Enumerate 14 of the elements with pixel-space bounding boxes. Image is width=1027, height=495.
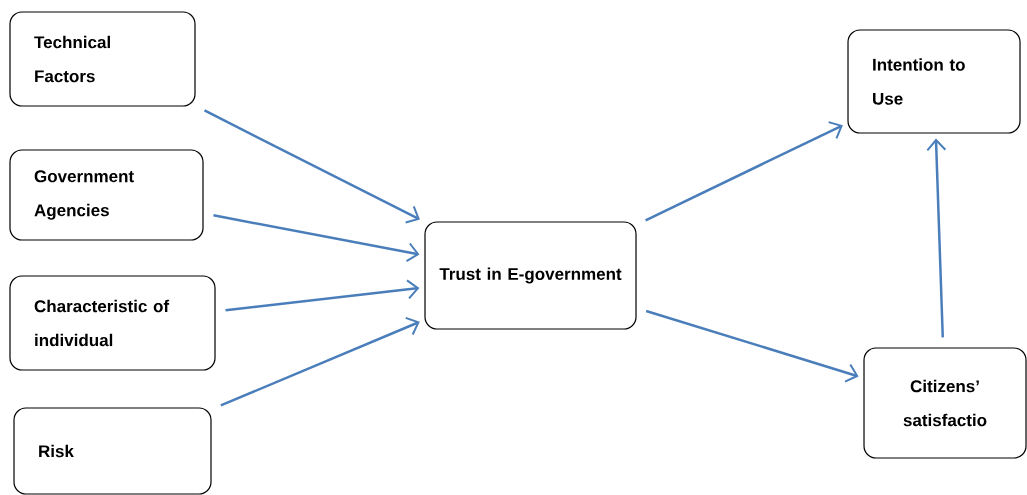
process-box: Trust in E-government — [424, 221, 637, 330]
arrow — [220, 316, 420, 407]
process-box: Citizens’ satisfactio — [863, 347, 1027, 459]
arrow — [926, 138, 947, 338]
arrow — [225, 279, 420, 312]
arrow — [213, 214, 420, 263]
process-box: Risk — [13, 407, 212, 495]
arrow — [203, 109, 420, 224]
process-box: Technical Factors — [9, 11, 196, 107]
arrow — [645, 309, 859, 383]
process-box: Characteristic of individual — [9, 275, 216, 371]
process-box: Government Agencies — [9, 149, 204, 241]
process-box: Intention to Use — [847, 29, 1021, 134]
arrow — [645, 121, 843, 222]
